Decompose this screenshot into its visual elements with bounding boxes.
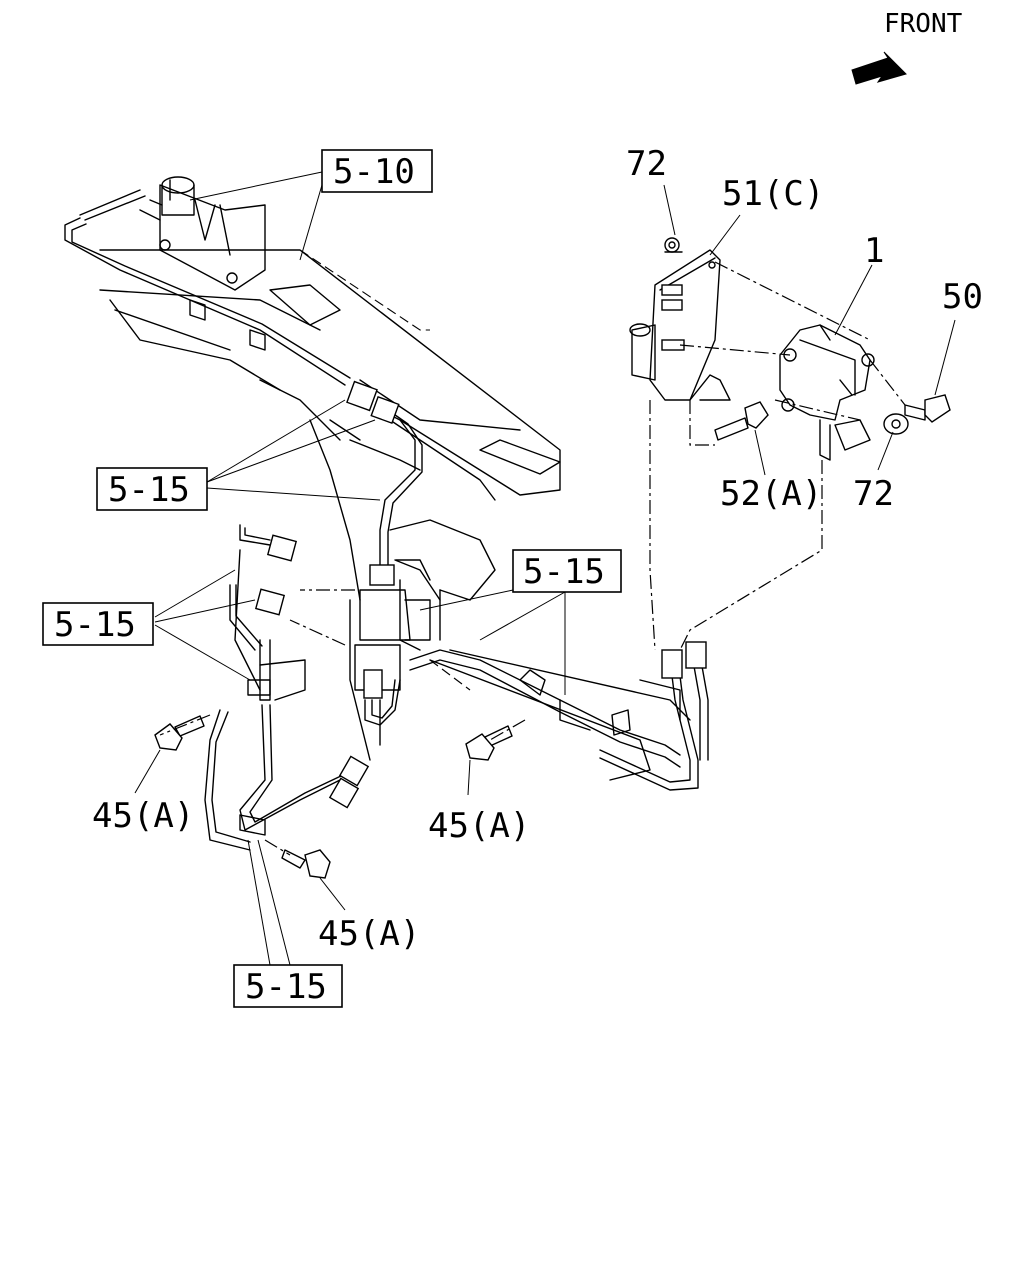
ref-label: 5-10 bbox=[333, 152, 415, 192]
leader-lines bbox=[134, 171, 956, 966]
bolt-45a-mid bbox=[465, 725, 513, 761]
part-label-72-top: 72 bbox=[626, 144, 667, 184]
ref-label: 5-15 bbox=[523, 552, 605, 592]
ref-label: 5-15 bbox=[108, 470, 190, 510]
part-label-45a-low: 45(A) bbox=[318, 914, 420, 954]
ref-box-5-15-bottom[interactable]: 5-15 bbox=[233, 964, 343, 1008]
frame-rail bbox=[99, 249, 561, 601]
nut-72-lower bbox=[883, 413, 909, 435]
ref-label: 5-15 bbox=[54, 605, 136, 645]
ref-box-5-15-center[interactable]: 5-15 bbox=[512, 549, 622, 593]
bracket-51c bbox=[629, 237, 731, 401]
valve-bracket bbox=[139, 176, 266, 291]
right-pipes bbox=[519, 641, 709, 791]
part-label-45a-mid: 45(A) bbox=[428, 806, 530, 846]
upper-pipes bbox=[64, 189, 423, 566]
part-label-45a-left: 45(A) bbox=[92, 796, 194, 836]
left-pipes bbox=[204, 524, 370, 851]
bolt-45a-left bbox=[154, 715, 205, 751]
part-label-1: 1 bbox=[864, 231, 884, 271]
sensor-1 bbox=[779, 324, 875, 461]
cross-member bbox=[349, 519, 691, 781]
bolt-50 bbox=[904, 394, 951, 423]
bolt-52a bbox=[714, 401, 769, 441]
part-label-50: 50 bbox=[942, 277, 983, 317]
front-arrow-icon bbox=[851, 51, 907, 85]
part-label-52a: 52(A) bbox=[720, 474, 822, 514]
ref-label: 5-15 bbox=[245, 967, 327, 1007]
ref-box-5-10[interactable]: 5-10 bbox=[321, 149, 433, 193]
bolt-45a-low bbox=[281, 849, 331, 879]
front-label: FRONT bbox=[884, 9, 963, 39]
ref-box-5-15-upper[interactable]: 5-15 bbox=[96, 467, 208, 511]
ref-box-5-15-left[interactable]: 5-15 bbox=[42, 602, 154, 646]
part-label-51c: 51(C) bbox=[722, 174, 824, 214]
assembly-lines bbox=[159, 261, 906, 856]
part-label-72-bottom: 72 bbox=[853, 474, 894, 514]
